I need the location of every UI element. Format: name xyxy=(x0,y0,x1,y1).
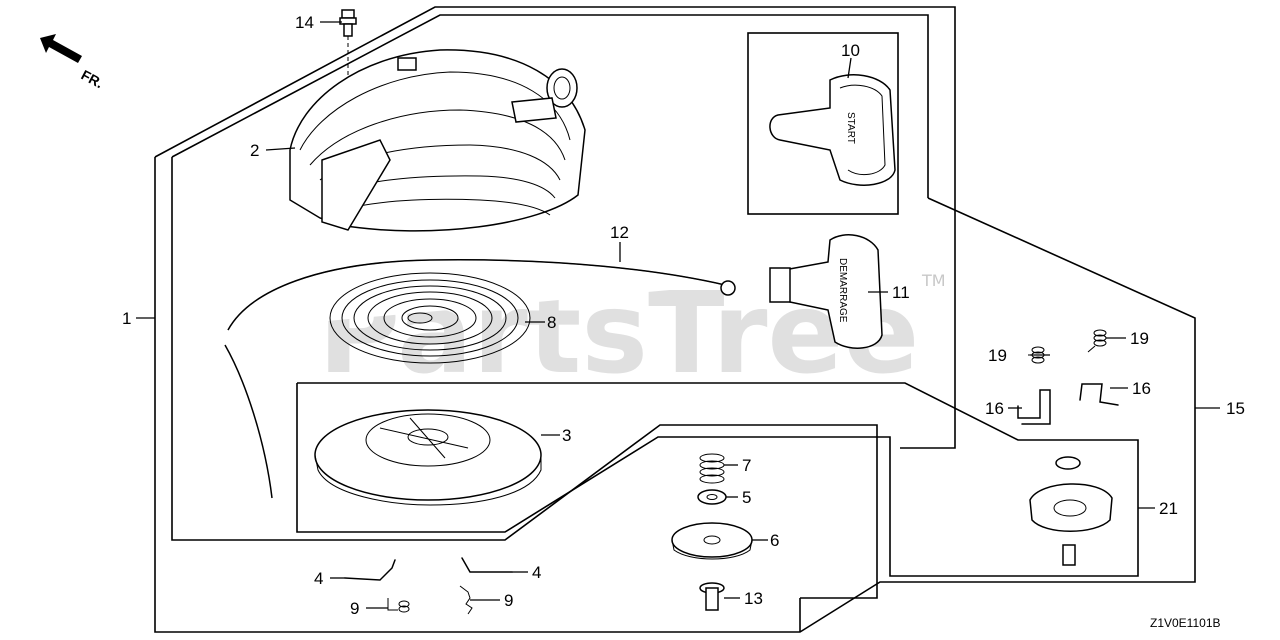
callout-9-left[interactable]: 9 xyxy=(350,599,359,618)
callout-13[interactable]: 13 xyxy=(744,589,763,608)
part-ratchet-21 xyxy=(1029,456,1113,566)
callout-1[interactable]: 1 xyxy=(122,309,131,328)
callout-19-left[interactable]: 19 xyxy=(988,346,1007,365)
callout-6[interactable]: 6 xyxy=(770,531,779,550)
part-spring-9a xyxy=(387,598,410,613)
callout-2[interactable]: 2 xyxy=(250,141,259,160)
part-pawl-16b xyxy=(1079,383,1119,406)
callout-9-right[interactable]: 9 xyxy=(504,591,513,610)
part-pawl-4b xyxy=(461,557,513,573)
callout-15[interactable]: 15 xyxy=(1226,399,1245,418)
callout-14[interactable]: 14 xyxy=(295,13,314,32)
part-spring-7 xyxy=(699,453,725,484)
part-rope-12 xyxy=(224,259,736,499)
part-handle-demarrage-11 xyxy=(769,234,883,349)
callout-3[interactable]: 3 xyxy=(562,426,571,445)
callout-8[interactable]: 8 xyxy=(547,313,556,332)
callout-4-right[interactable]: 4 xyxy=(532,563,541,582)
handle-start-label: START xyxy=(845,112,856,144)
front-direction-label: FR. xyxy=(79,67,106,92)
drawing-code: Z1V0E1101B xyxy=(1150,616,1221,630)
part-spring-8 xyxy=(329,272,531,364)
callout-21[interactable]: 21 xyxy=(1159,499,1178,518)
callout-12[interactable]: 12 xyxy=(610,223,629,242)
part-pawl-4a xyxy=(344,559,396,581)
assembly-outlines xyxy=(154,6,1196,633)
watermark-trademark: TM xyxy=(921,271,946,290)
front-direction-arrow-icon xyxy=(40,34,82,63)
part-pulley-3 xyxy=(314,409,542,506)
callout-16-left[interactable]: 16 xyxy=(985,399,1004,418)
part-screw-13 xyxy=(699,582,725,611)
callout-4-left[interactable]: 4 xyxy=(314,569,323,588)
part-spring-9b xyxy=(459,585,473,615)
handle-demarrage-label: DEMARRAGE xyxy=(837,258,848,323)
part-cover-2 xyxy=(289,49,586,232)
part-washer-5 xyxy=(697,489,727,505)
part-pawl-16a xyxy=(1017,389,1051,425)
callout-11[interactable]: 11 xyxy=(892,283,910,302)
callout-16-right[interactable]: 16 xyxy=(1132,379,1151,398)
callout-7[interactable]: 7 xyxy=(742,456,751,475)
callout-19-right[interactable]: 19 xyxy=(1130,329,1149,348)
part-ratchet-6 xyxy=(671,522,753,560)
leader-lines xyxy=(136,21,1220,609)
part-spring-19b xyxy=(1087,329,1107,353)
callout-10[interactable]: 10 xyxy=(841,41,860,60)
callout-5[interactable]: 5 xyxy=(742,488,751,507)
part-handle-start-10 xyxy=(769,74,896,186)
